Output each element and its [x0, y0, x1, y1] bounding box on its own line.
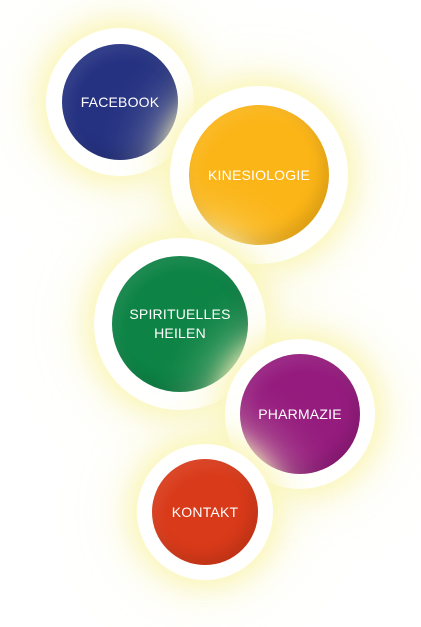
spirituelles-heilen-label: SPIRITUELLES HEILEN: [129, 306, 231, 341]
kinesiologie-circle-button[interactable]: KINESIOLOGIE: [170, 86, 348, 264]
kontakt-label: KONTAKT: [171, 503, 239, 520]
facebook-circle-button[interactable]: FACEBOOK: [46, 28, 194, 176]
kinesiologie-label: KINESIOLOGIE: [208, 166, 310, 183]
facebook-disc: FACEBOOK: [62, 44, 178, 160]
kontakt-disc: KONTAKT: [152, 459, 258, 565]
pharmazie-circle-button[interactable]: PHARMAZIE: [225, 339, 375, 489]
spirituelles-heilen-disc: SPIRITUELLES HEILEN: [112, 256, 248, 392]
facebook-label: FACEBOOK: [80, 93, 160, 110]
pharmazie-disc: PHARMAZIE: [240, 354, 360, 474]
kinesiologie-disc: KINESIOLOGIE: [189, 105, 329, 245]
pharmazie-label: PHARMAZIE: [258, 405, 342, 422]
kontakt-circle-button[interactable]: KONTAKT: [137, 444, 273, 580]
